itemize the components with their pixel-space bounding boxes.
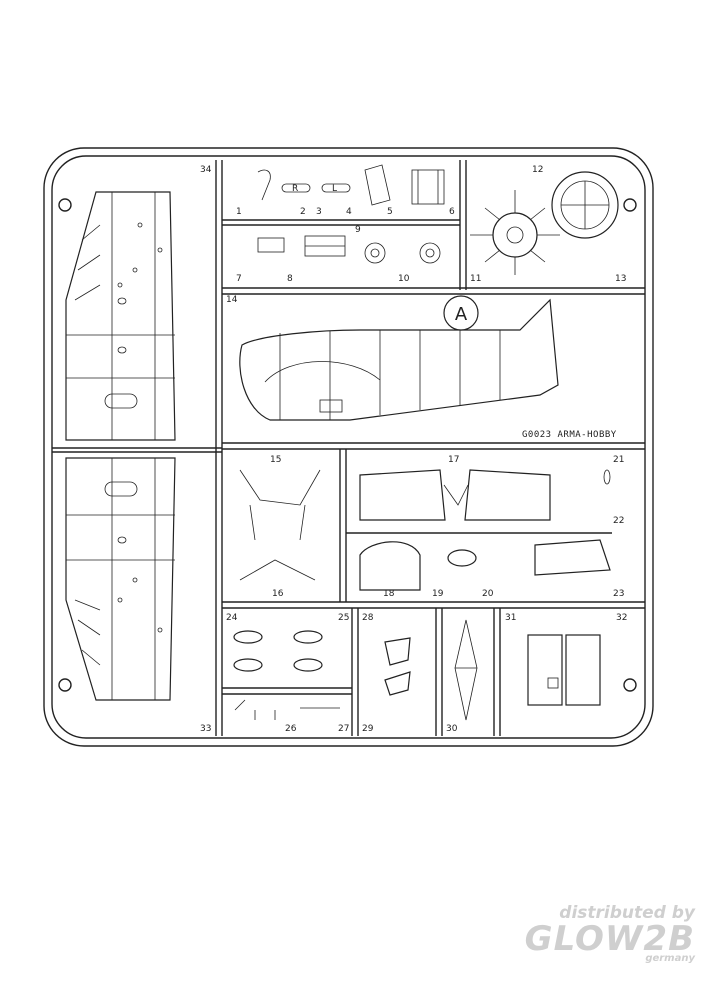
part-number-12: 12 bbox=[532, 165, 543, 175]
sprue-runners bbox=[52, 160, 645, 736]
fuselage-half-part bbox=[239, 298, 559, 421]
part-number-1: 1 bbox=[236, 207, 242, 217]
part-number-18: 18 bbox=[383, 589, 395, 599]
marking-r: R bbox=[292, 184, 298, 194]
cockpit-small-parts-row2 bbox=[257, 235, 441, 264]
marking-l: L bbox=[332, 184, 337, 194]
part-number-27: 27 bbox=[338, 724, 349, 734]
part-number-10: 10 bbox=[398, 274, 410, 284]
flap-and-panel-parts bbox=[359, 469, 611, 591]
lower-wing-part bbox=[65, 457, 176, 701]
part-number-labels: 34 1 2 3 4 5 6 9 7 8 10 11 12 13 14 15 1… bbox=[200, 165, 627, 734]
part-number-6: 6 bbox=[449, 207, 455, 217]
part-number-15: 15 bbox=[270, 455, 281, 465]
part-number-30: 30 bbox=[446, 724, 458, 734]
part-number-29: 29 bbox=[362, 724, 374, 734]
canopy-parts bbox=[384, 637, 411, 696]
part-number-34: 34 bbox=[200, 165, 212, 175]
part-number-25: 25 bbox=[338, 613, 349, 623]
cowling-ring-part bbox=[551, 171, 619, 239]
part-number-23: 23 bbox=[613, 589, 624, 599]
gear-truss-part bbox=[454, 619, 478, 721]
upper-wing-part bbox=[65, 191, 176, 441]
distributor-watermark: distributed by GLOW2B germany bbox=[515, 905, 695, 964]
sprue-letter: A bbox=[455, 304, 468, 325]
part-number-9: 9 bbox=[355, 225, 361, 235]
bomb-parts bbox=[233, 630, 340, 720]
landing-gear-struts bbox=[239, 469, 321, 581]
mount-hole bbox=[58, 678, 72, 692]
part-number-21: 21 bbox=[613, 455, 624, 465]
product-code: G0023 ARMA-HOBBY bbox=[522, 430, 617, 440]
part-number-33: 33 bbox=[200, 724, 211, 734]
part-number-22: 22 bbox=[613, 516, 624, 526]
cockpit-small-parts bbox=[257, 164, 445, 206]
sprue-letter-circle bbox=[443, 295, 479, 331]
part-number-24: 24 bbox=[226, 613, 238, 623]
watermark-line1: distributed by bbox=[559, 903, 695, 923]
part-number-7: 7 bbox=[236, 274, 242, 284]
sprue-inner-frame bbox=[51, 155, 646, 739]
part-number-31: 31 bbox=[505, 613, 516, 623]
part-number-14: 14 bbox=[226, 295, 238, 305]
part-number-13: 13 bbox=[615, 274, 626, 284]
part-number-32: 32 bbox=[616, 613, 627, 623]
sprue-outer-frame bbox=[43, 147, 654, 747]
part-number-8: 8 bbox=[287, 274, 293, 284]
mount-hole bbox=[623, 198, 637, 212]
part-number-20: 20 bbox=[482, 589, 494, 599]
fuselage-panel-parts bbox=[527, 634, 601, 706]
part-number-3: 3 bbox=[316, 207, 322, 217]
part-number-4: 4 bbox=[346, 207, 352, 217]
mount-hole bbox=[623, 678, 637, 692]
part-number-28: 28 bbox=[362, 613, 374, 623]
watermark-line2: GLOW2B bbox=[524, 919, 695, 959]
part-number-16: 16 bbox=[272, 589, 284, 599]
watermark-line3: germany bbox=[645, 953, 695, 964]
part-number-2: 2 bbox=[300, 207, 306, 217]
part-number-11: 11 bbox=[470, 274, 481, 284]
part-number-17: 17 bbox=[448, 455, 459, 465]
part-number-26: 26 bbox=[285, 724, 297, 734]
part-number-5: 5 bbox=[387, 207, 393, 217]
part-number-19: 19 bbox=[432, 589, 444, 599]
mount-hole bbox=[58, 198, 72, 212]
radial-engine-part bbox=[470, 190, 560, 275]
